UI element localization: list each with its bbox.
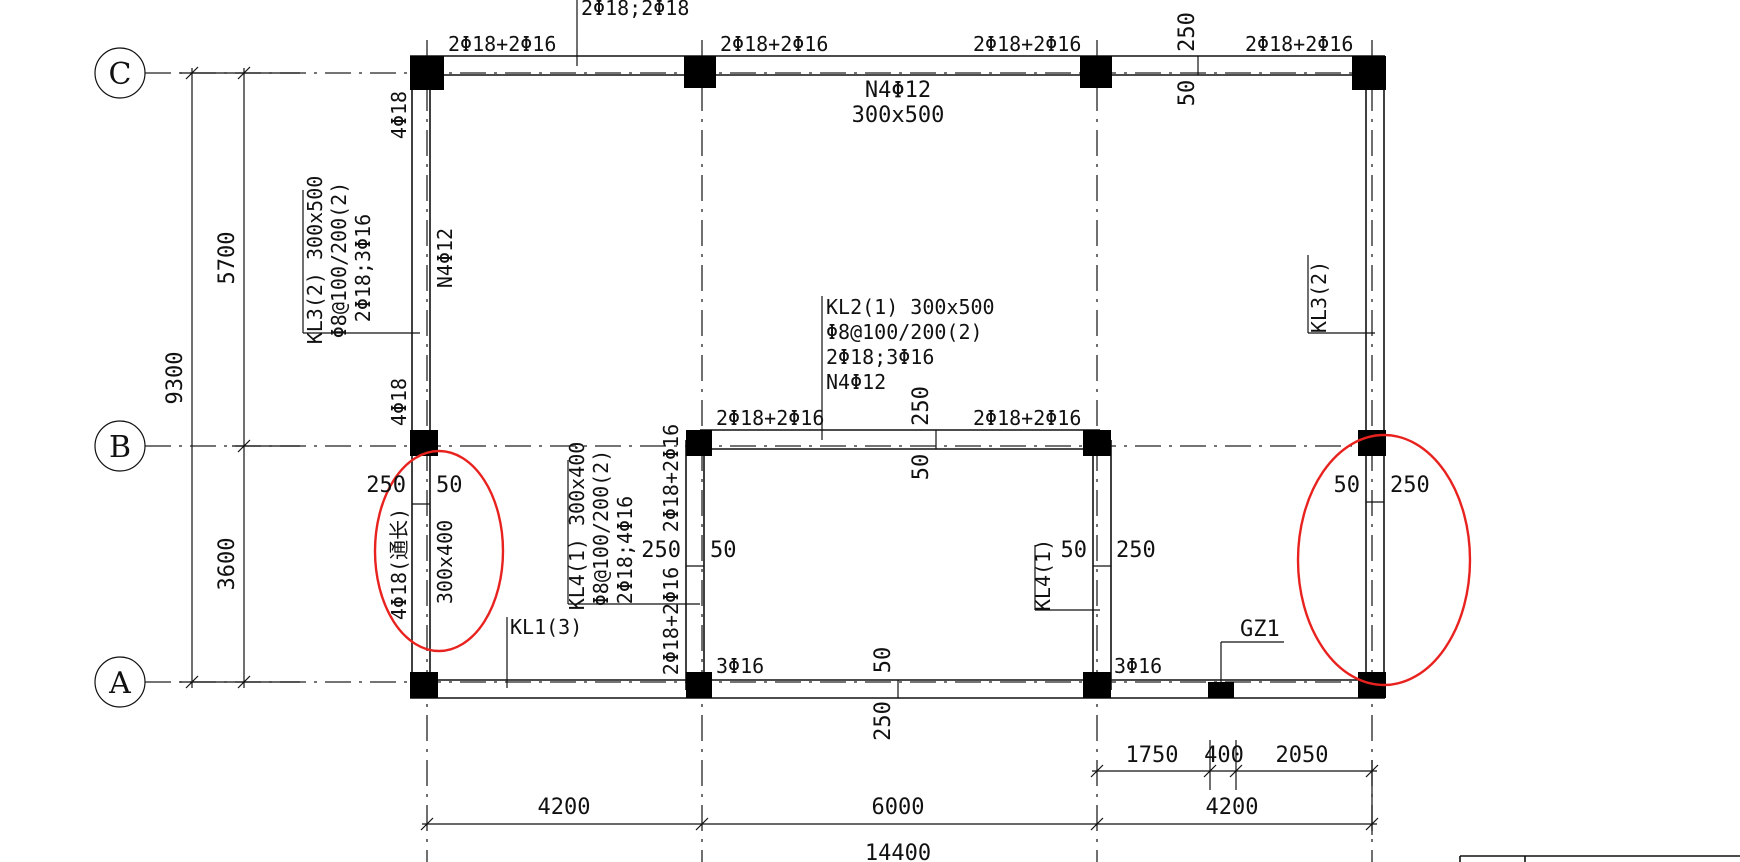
label-left-offset-250: 250 xyxy=(366,473,406,498)
dim-span-3: 4200 xyxy=(1206,795,1259,820)
label-left-4phi18-mid: 4Φ18 xyxy=(387,378,411,426)
label-kl4-bottom: 2Φ18+2Φ16 xyxy=(659,567,683,675)
columns xyxy=(410,56,1386,698)
label-kl2-line1: KL2(1) 300x500 xyxy=(826,295,995,319)
label-c-offset-250: 250 xyxy=(1175,12,1200,52)
label-kl4-line1: KL4(1) 300x400 xyxy=(565,442,589,611)
label-kl4-right-offset-250: 250 xyxy=(1116,538,1156,563)
dim-span-2: 6000 xyxy=(872,795,925,820)
label-kl4-top: 2Φ18+2Φ16 xyxy=(659,424,683,532)
label-kl4-line2: Φ8@100/200(2) xyxy=(589,450,613,607)
label-left-through: 4Φ18(通长) xyxy=(387,508,411,620)
label-kl3-right: KL3(2) xyxy=(1307,261,1331,333)
label-kl3-line2: Φ8@100/200(2) xyxy=(327,182,351,339)
label-top-cut: 2Φ18;2Φ18 xyxy=(581,0,689,20)
label-c-offset-50: 50 xyxy=(1175,80,1200,107)
column-c2 xyxy=(684,56,716,88)
axis-bubbles: C B A xyxy=(94,47,146,708)
label-kl2-line4: N4Φ12 xyxy=(826,370,886,394)
label-c-reinf-4: 2Φ18+2Φ16 xyxy=(1245,32,1353,56)
axis-grid-lines xyxy=(145,40,1390,862)
highlight-ellipse-left xyxy=(373,449,505,653)
label-a-3phi16-1: 3Φ16 xyxy=(716,654,764,678)
label-a-3phi16-2: 3Φ16 xyxy=(1114,654,1162,678)
label-gz1: GZ1 xyxy=(1240,617,1280,642)
dim-total-horizontal: 14400 xyxy=(865,841,931,862)
label-c-reinf-3: 2Φ18+2Φ16 xyxy=(973,32,1081,56)
column-c3 xyxy=(1080,56,1112,88)
label-kl2-line2: Φ8@100/200(2) xyxy=(826,320,983,344)
label-kl4-offset-50: 50 xyxy=(710,538,737,563)
dim-sub-2: 400 xyxy=(1204,743,1244,768)
label-c-size: 300x500 xyxy=(852,103,945,128)
label-right-offset-50: 50 xyxy=(1334,473,1361,498)
title-block-corner xyxy=(1459,855,1740,862)
column-a3 xyxy=(1083,672,1111,698)
label-kl3-line1: KL3(2) 300x500 xyxy=(303,176,327,345)
column-b3 xyxy=(1083,430,1111,456)
label-b-offset-50: 50 xyxy=(909,454,934,481)
column-a1 xyxy=(410,672,438,698)
label-right-offset-250: 250 xyxy=(1390,473,1430,498)
leader-lines xyxy=(302,0,1384,698)
label-kl4-line3: 2Φ18;4Φ16 xyxy=(613,496,637,604)
label-kl2-line3: 2Φ18;3Φ16 xyxy=(826,345,934,369)
horizontal-dimensions: 4200 6000 4200 14400 1750 400 2050 xyxy=(420,740,1379,862)
label-kl4-offset-250: 250 xyxy=(641,538,681,563)
column-gz1 xyxy=(1208,682,1234,698)
label-kl1: KL1(3) xyxy=(510,615,582,639)
dim-span-1: 4200 xyxy=(538,795,591,820)
axis-label-c: C xyxy=(109,57,132,92)
column-b2 xyxy=(686,430,712,456)
dim-ab: 3600 xyxy=(215,538,240,591)
label-left-offset-50: 50 xyxy=(436,473,463,498)
column-a2 xyxy=(686,672,712,698)
label-left-n4: N4Φ12 xyxy=(433,228,457,288)
dim-total-vertical: 9300 xyxy=(163,352,188,405)
label-b-reinf-1: 2Φ18+2Φ16 xyxy=(716,406,824,430)
column-c1 xyxy=(410,56,444,90)
label-a-offset-250: 250 xyxy=(871,701,896,741)
column-c4 xyxy=(1352,56,1386,90)
label-left-4phi18-top: 4Φ18 xyxy=(387,91,411,139)
dim-sub-1: 1750 xyxy=(1126,743,1179,768)
label-c-reinf-1: 2Φ18+2Φ16 xyxy=(448,32,556,56)
label-kl4-right-offset-50: 50 xyxy=(1061,538,1088,563)
axis-label-b: B xyxy=(109,430,131,465)
label-a-offset-50: 50 xyxy=(871,647,896,674)
axis-label-a: A xyxy=(108,666,131,701)
label-left-size: 300x400 xyxy=(433,520,457,604)
beam-outlines xyxy=(410,55,1385,699)
vertical-dimensions: 9300 5700 3600 xyxy=(163,66,300,689)
label-c-reinf-2: 2Φ18+2Φ16 xyxy=(720,32,828,56)
dim-bc: 5700 xyxy=(215,232,240,285)
highlight-ellipse-right xyxy=(1296,433,1472,687)
label-b-offset-250: 250 xyxy=(909,386,934,426)
label-kl3-line3: 2Φ18;3Φ16 xyxy=(351,214,375,322)
label-kl4-right: KL4(1) xyxy=(1031,539,1055,611)
label-b-reinf-2: 2Φ18+2Φ16 xyxy=(973,406,1081,430)
dim-sub-3: 2050 xyxy=(1276,743,1329,768)
label-c-n4: N4Φ12 xyxy=(865,78,931,103)
